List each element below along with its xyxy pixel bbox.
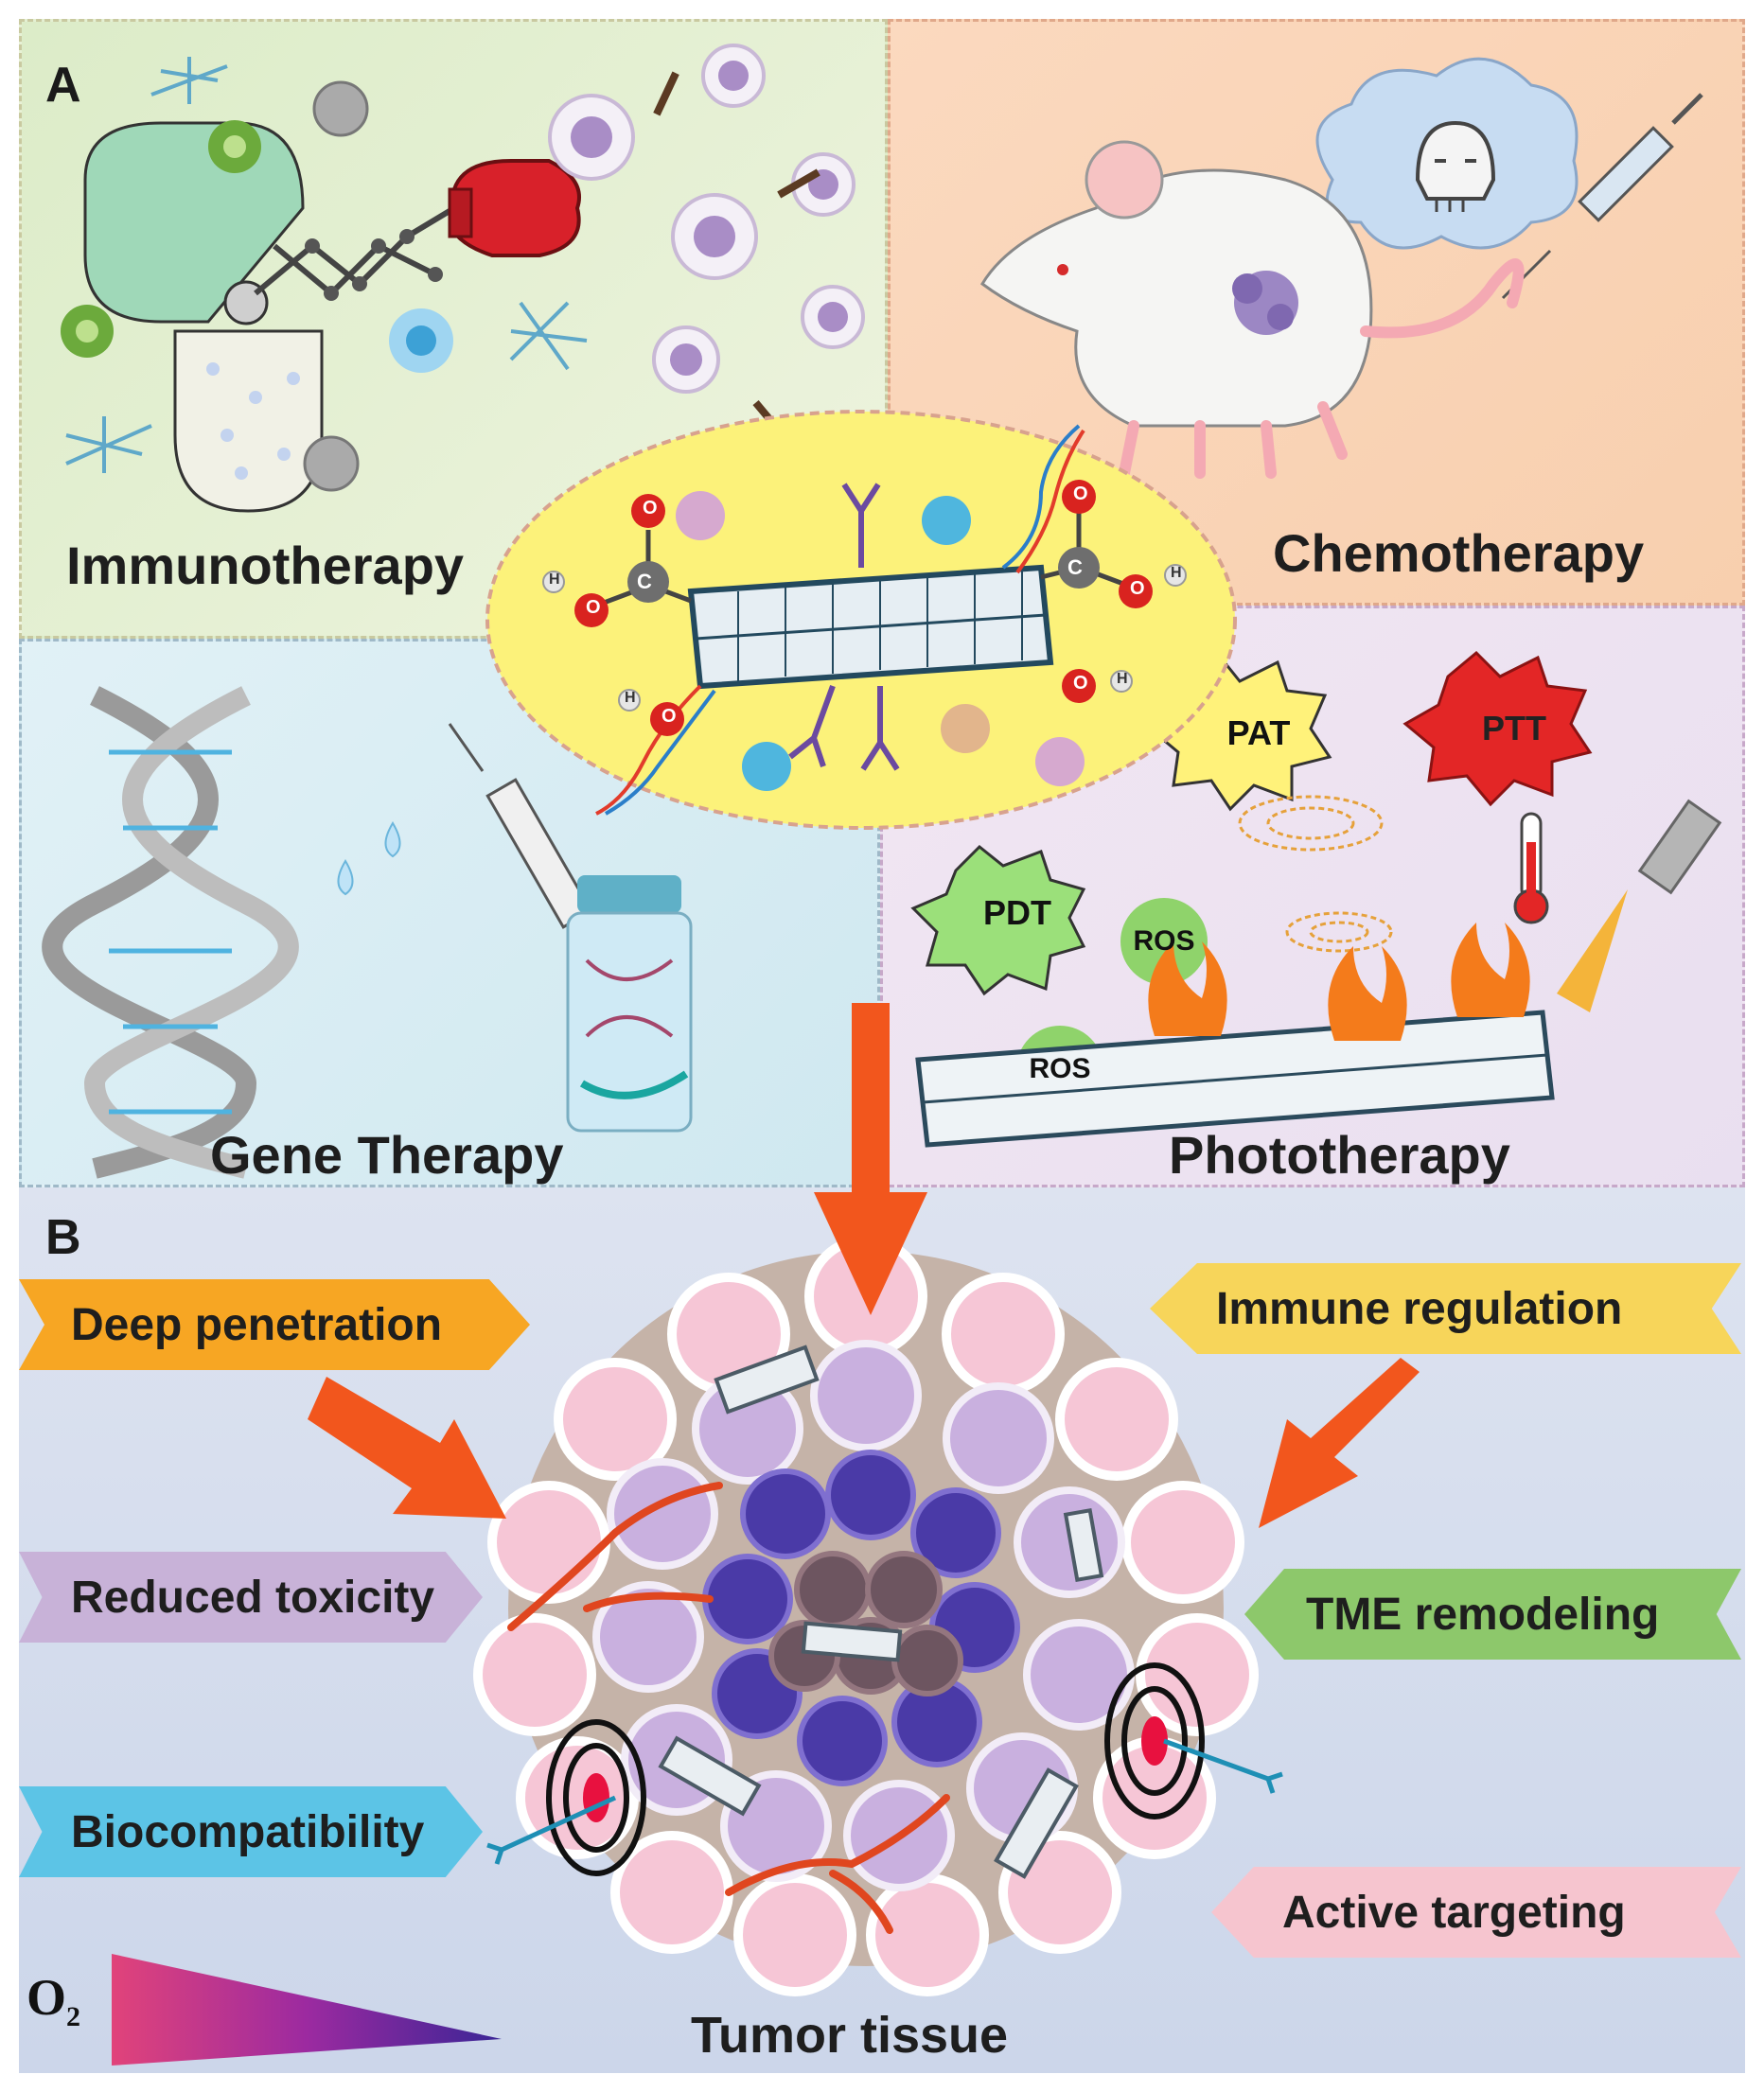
gene-therapy-illustration [42,686,693,1179]
ros-label-2: ROS [1029,1053,1091,1084]
protein-icons [676,491,1085,791]
gene-therapy-title: Gene Therapy [210,1125,564,1185]
panel-a-letter: A [45,58,81,113]
dendritic-cells [65,57,588,473]
oxygen-atom-right: O [1130,578,1145,599]
flame-icon [1148,923,1530,1041]
inner-cells [702,1450,1020,1786]
panel-b-letter: B [45,1210,81,1265]
functionalized-nanotube [485,410,1237,830]
boxing-glove-icon [448,159,581,257]
thermometer-icon [1513,812,1549,924]
oxygen-atom-left: O [586,597,601,618]
carbon-atom-left: C [637,570,652,593]
oxygen-atom-left-top: O [643,498,658,519]
chemotherapy-illustration [980,57,1703,479]
heat-rings [1238,795,1393,953]
dart-icon [486,1738,1283,1865]
oxygen-atom-bottom-right: O [1073,673,1088,694]
mouse-icon [980,140,1525,479]
carboxyl-group-left [542,494,692,627]
pdt-label: PDT [983,893,1051,932]
tag-reduced-toxicity: Reduced toxicity [19,1552,483,1643]
arrow-deep-penetration [308,1377,506,1519]
dna-helix-icon [42,686,299,1179]
ptt-label: PTT [1482,709,1546,747]
tumor-tissue-caption: Tumor tissue [691,2007,1009,2064]
blood-vessels [507,1482,950,1934]
immunotherapy-title: Immunotherapy [66,536,465,595]
pat-label: PAT [1226,713,1291,752]
arrow-down [814,1003,927,1315]
dna-strands [595,424,1085,816]
phototherapy-title: Phototherapy [1169,1125,1510,1185]
immune-cells [61,44,865,492]
laser-icon [1557,799,1722,1012]
capsule-icon [83,121,324,513]
hydrogen-atom-left: H [549,571,560,588]
oxygen-atom-right-top: O [1073,483,1088,504]
hydrogen-atom-bottom-right: H [1117,671,1128,687]
nanotubes-in-tumor [658,1345,1104,1879]
pdt-burst [910,844,1086,996]
tag-active-targeting: Active targeting [1211,1867,1741,1958]
target-icon [546,1662,1205,1876]
chemotherapy-title: Chemotherapy [1273,523,1645,583]
tag-tme-remodeling: TME remodeling [1244,1569,1741,1660]
ros-label-1: ROS [1133,925,1195,957]
tag-deep-penetration: Deep penetration [19,1279,530,1370]
carboxyl-group-right [1040,480,1187,608]
tag-immune-regulation: Immune regulation [1150,1263,1741,1354]
arrow-immune-regulation [1259,1358,1420,1528]
o2-label: O2 [26,1969,81,2032]
tag-biocompatibility: Biocompatibility [19,1786,483,1877]
tumor-tissue-illustration [473,1235,1283,1996]
hydroxyl-groups [618,669,1133,736]
water-droplets [337,821,401,896]
immunotherapy-illustration [61,44,865,513]
hydrogen-atom-bottom-left: H [625,690,636,706]
vial-icon [566,875,693,1133]
skull-icon [1415,120,1496,212]
ptt-burst [1402,650,1593,807]
oxygen-gradient-wedge [112,1954,502,2066]
hydrogen-atom-right: H [1171,565,1182,581]
antibody-icons [788,483,900,771]
carbon-nanotube-icon [687,564,1054,690]
carbon-atom-right: C [1067,555,1083,579]
oxygen-atom-bottom-left: O [662,706,677,727]
